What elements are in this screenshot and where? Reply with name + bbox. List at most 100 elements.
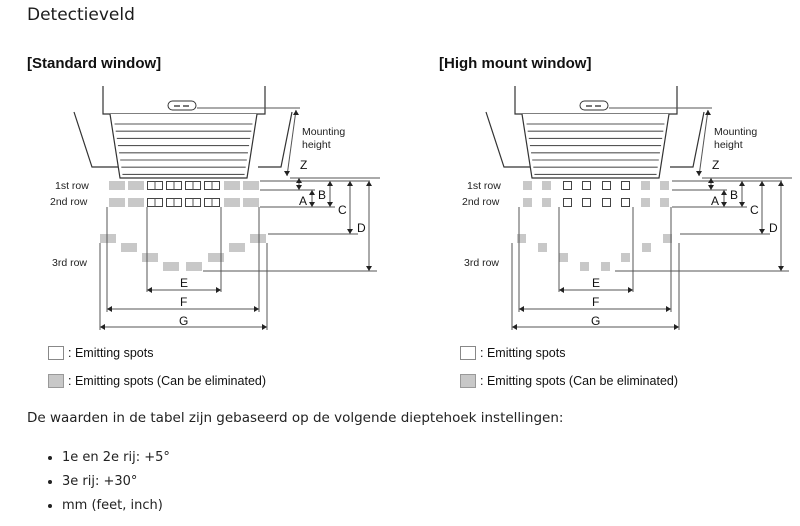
arrow-head — [296, 185, 302, 190]
gray-emitting-spot — [250, 234, 266, 243]
dim-label-g: G — [179, 314, 188, 328]
gray-emitting-spot — [100, 234, 116, 243]
row-label: 2nd row — [50, 196, 88, 208]
mounting-label: height — [714, 139, 743, 151]
mounting-label: height — [302, 139, 331, 151]
gray-emitting-spot — [642, 243, 651, 252]
intro-text: De waarden in de tabel zijn gebaseerd op… — [27, 410, 564, 426]
arrow-head — [759, 229, 765, 234]
white-emitting-spot — [602, 181, 611, 190]
arrow-head — [366, 266, 372, 271]
mounting-label: Mounting — [302, 126, 345, 138]
gray-emitting-spot — [641, 198, 650, 207]
gray-emitting-spot — [559, 253, 568, 262]
arrow-head — [347, 181, 353, 186]
mounting-label: Mounting — [714, 126, 757, 138]
arrow-head — [293, 110, 299, 115]
dim-label-z: Z — [300, 158, 307, 172]
arrow-head — [309, 190, 315, 195]
arrow-head — [327, 181, 333, 186]
window-frame-outline — [485, 111, 705, 168]
gray-emitting-spot — [621, 253, 630, 262]
mounting-height-dim — [698, 109, 709, 177]
gray-emitting-spot — [109, 198, 125, 207]
white-emitting-spot — [582, 198, 591, 207]
dim-label-g: G — [591, 314, 600, 328]
arrow-head — [107, 306, 112, 312]
white-emitting-spot — [621, 181, 630, 190]
dim-label-z: Z — [712, 158, 719, 172]
gray-emitting-spot — [601, 262, 610, 271]
arrow-head — [739, 181, 745, 186]
sensor-body — [579, 100, 609, 111]
gray-emitting-spot — [538, 243, 547, 252]
diagram-heading: [High mount window] — [439, 55, 591, 72]
dim-label-d: D — [769, 221, 778, 235]
gray-emitting-spot — [517, 234, 526, 243]
dim-label-f: F — [180, 295, 187, 309]
gray-emitting-spot — [243, 181, 259, 190]
gray-emitting-spot — [580, 262, 589, 271]
gray-emitting-spot — [208, 253, 224, 262]
gray-emitting-spot — [229, 243, 245, 252]
dim-label-e: E — [180, 276, 188, 290]
arrow-head — [366, 181, 372, 186]
row-label: 1st row — [467, 180, 501, 192]
legend-label: : Emitting spots — [68, 346, 153, 360]
gray-emitting-spot — [663, 234, 672, 243]
arrow-head — [674, 324, 679, 330]
arrow-head — [347, 229, 353, 234]
arrow-head — [721, 202, 727, 207]
row-label: 1st row — [55, 180, 89, 192]
gray-emitting-spot — [542, 198, 551, 207]
dim-label-b: B — [730, 188, 738, 202]
dim-label-b: B — [318, 188, 326, 202]
arrow-head — [708, 185, 714, 190]
gray-emitting-spot — [660, 198, 669, 207]
arrow-head — [708, 178, 714, 183]
dim-label-d: D — [357, 221, 366, 235]
page-title: Detectieveld — [27, 5, 135, 25]
legend-label: : Emitting spots (Can be eliminated) — [68, 374, 266, 388]
gray-emitting-spot — [660, 181, 669, 190]
row-label: 3rd row — [52, 257, 87, 269]
arrow-head — [327, 202, 333, 207]
arrow-head — [666, 306, 671, 312]
dim-label-a: A — [299, 194, 307, 208]
arrow-head — [778, 266, 784, 271]
white-emitting-spot — [602, 198, 611, 207]
white-emitting-spot — [582, 181, 591, 190]
arrow-head — [284, 171, 290, 176]
arrow-head — [721, 190, 727, 195]
legend-swatch-white — [48, 346, 64, 360]
diagram-heading: [Standard window] — [27, 55, 161, 72]
white-emitting-spot — [563, 181, 572, 190]
gray-emitting-spot — [142, 253, 158, 262]
arrow-head — [559, 287, 564, 293]
gray-emitting-spot — [186, 262, 202, 271]
arrow-head — [296, 178, 302, 183]
gray-emitting-spot — [224, 181, 240, 190]
arrow-head — [100, 324, 105, 330]
sensor-body — [167, 100, 197, 111]
arrow-head — [628, 287, 633, 293]
arrow-head — [309, 202, 315, 207]
gray-emitting-spot — [243, 198, 259, 207]
mounting-height-dim — [286, 109, 297, 177]
legend-swatch-gray — [48, 374, 64, 388]
legend-swatch-gray — [460, 374, 476, 388]
gray-emitting-spot — [163, 262, 179, 271]
arrow-head — [262, 324, 267, 330]
settings-list: 1e en 2e rij: +5° 3e rij: +30° mm (feet,… — [42, 446, 170, 518]
dim-label-c: C — [750, 203, 759, 217]
gray-emitting-spot — [542, 181, 551, 190]
arrow-head — [254, 306, 259, 312]
legend-label: : Emitting spots (Can be eliminated) — [480, 374, 678, 388]
gray-emitting-spot — [128, 198, 144, 207]
gray-emitting-spot — [224, 198, 240, 207]
gray-emitting-spot — [128, 181, 144, 190]
row-label: 2nd row — [462, 196, 500, 208]
arrow-head — [216, 287, 221, 293]
